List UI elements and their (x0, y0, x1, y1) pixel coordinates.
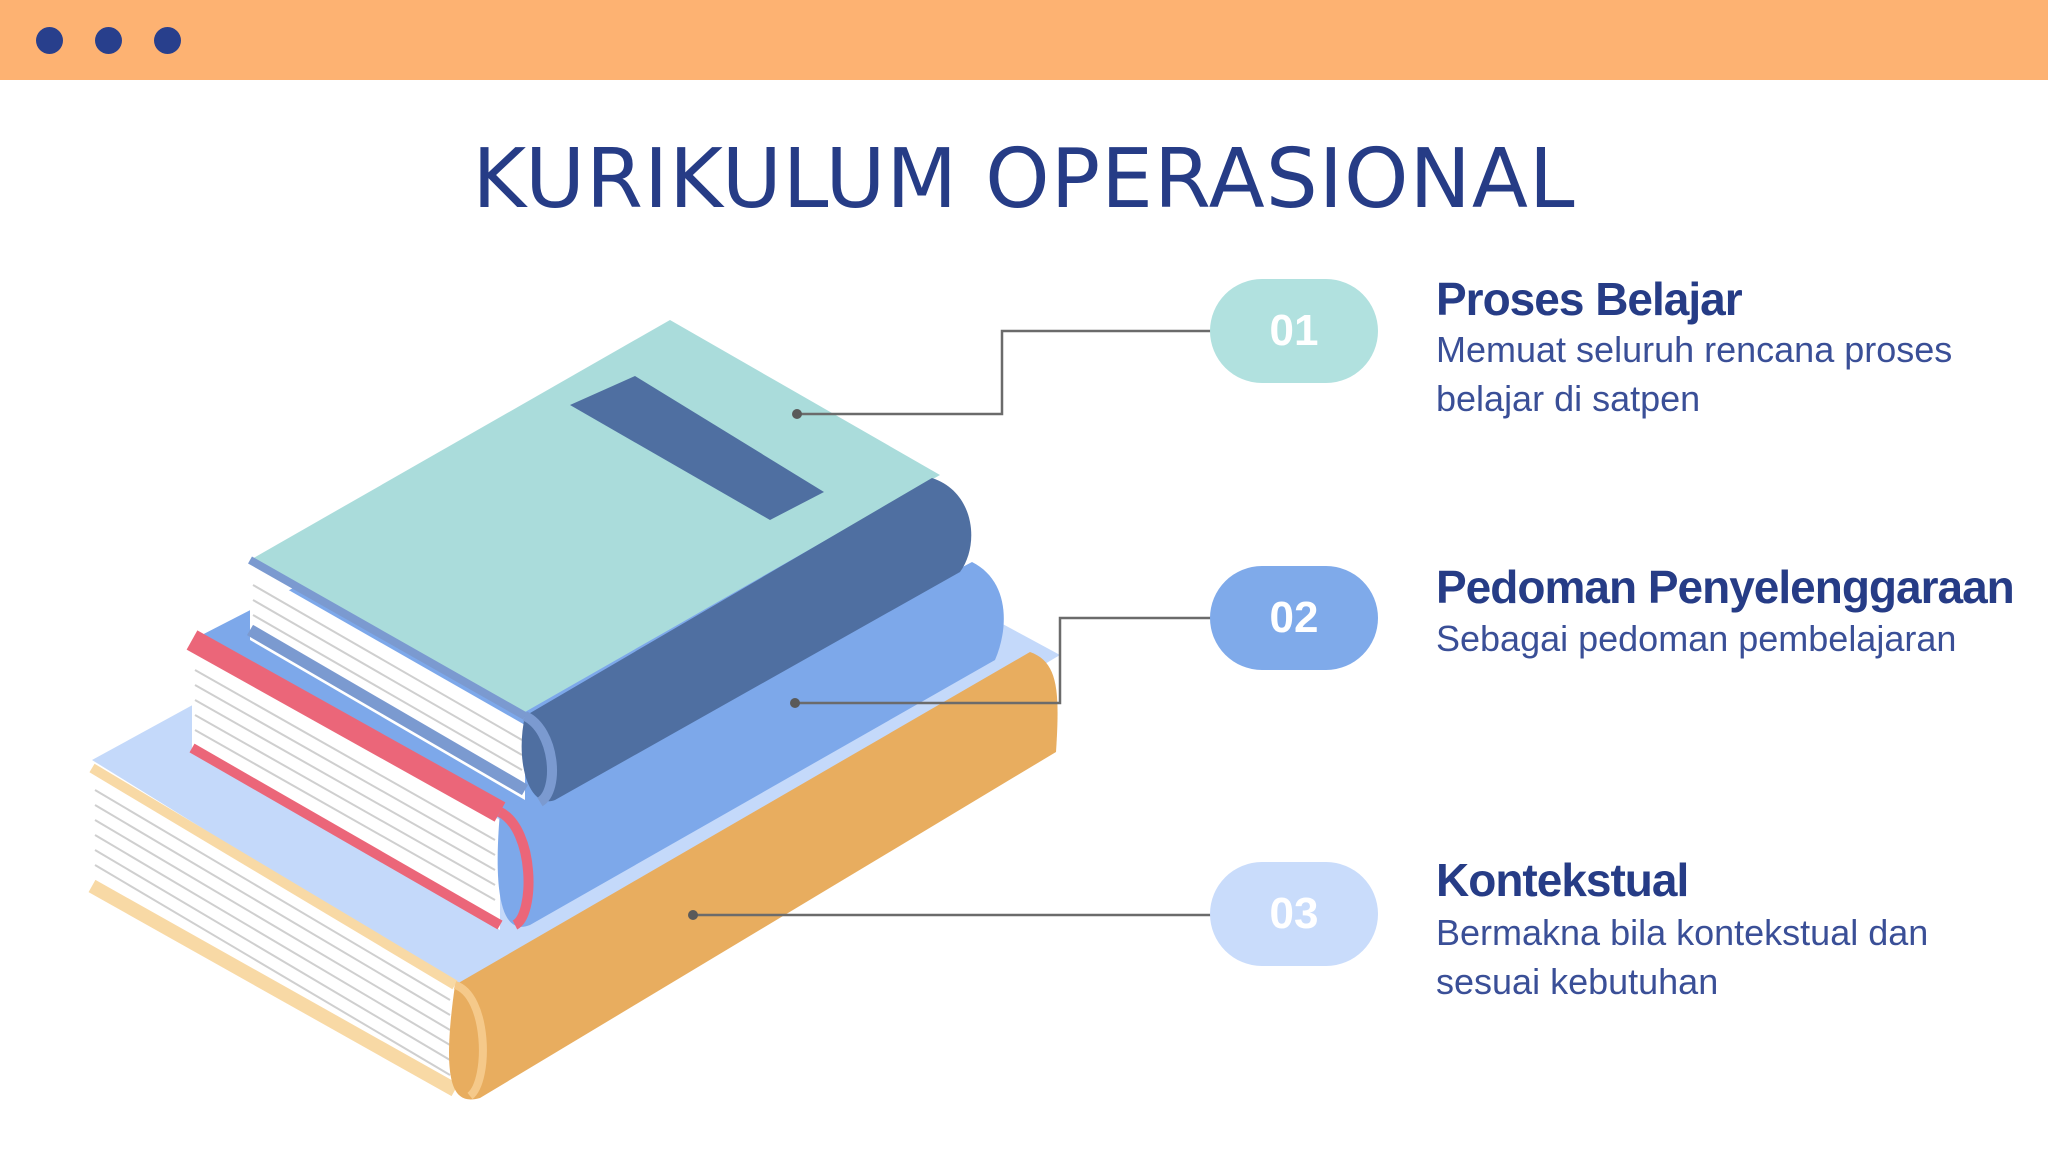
step-badge-03: 03 (1210, 862, 1378, 966)
item-description-01: Memuat seluruh rencana proses belajar di… (1436, 329, 1953, 419)
window-dot-icon (36, 27, 63, 54)
item-description-03: Bermakna bila kontekstual dan sesuai keb… (1436, 912, 1929, 1002)
item-title-02: Pedoman Penyelenggaraan (1436, 561, 2015, 613)
connector-line-02 (795, 616, 1212, 705)
window-dot-icon (95, 27, 122, 54)
connector-dot-01 (792, 409, 802, 419)
window-dot-icon (154, 27, 181, 54)
top-book-icon (246, 320, 972, 807)
connector-line-01 (797, 329, 1212, 416)
item-title-03: Kontekstual (1436, 854, 1689, 906)
step-badge-02: 02 (1210, 566, 1378, 670)
item-description-02: Sebagai pedoman pembelajaran (1436, 618, 1957, 659)
connector-dot-02 (790, 698, 800, 708)
page-title: KURIKULUM OPERASIONAL (472, 132, 1576, 227)
connector-dot-03 (688, 910, 698, 920)
window-title-bar (0, 0, 2048, 80)
step-badge-01: 01 (1210, 279, 1378, 383)
item-title-01: Proses Belajar (1436, 273, 1743, 325)
